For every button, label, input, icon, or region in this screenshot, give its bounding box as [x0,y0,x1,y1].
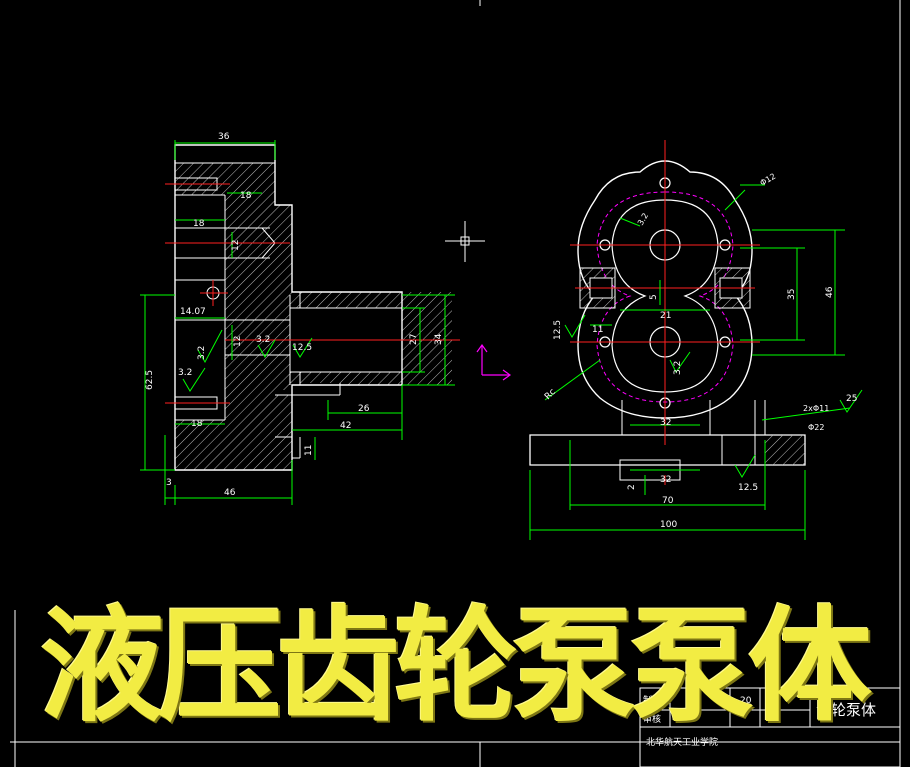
pump-body-outline [577,160,753,419]
right-front-view: Φ12 3.2 46 35 5 21 12.5 11 3.2 32 2xΦ11 … [529,140,863,540]
dim-label: 46 [224,488,236,498]
part-name: 齿轮泵体 [816,701,877,719]
dim-label: 11 [304,445,314,456]
dim-label: 35 [787,289,797,300]
dim-label: 18 [240,191,252,201]
title-block-text: 制图 审核 实 20 北华航天工业学院 [643,694,752,748]
dim-label: 18 [193,219,205,229]
dim-label: 34 [434,333,444,345]
dim-label: 62.5 [145,370,155,390]
title-block [639,687,901,767]
left-view-outline [174,144,403,471]
dim-label: 12.5 [738,483,758,493]
dim-label: Φ22 [808,423,824,432]
dim-label: 14.07 [180,307,206,317]
dim-label: 12.5 [553,320,563,340]
school-name: 北华航天工业学院 [646,736,718,748]
dim-label: 2 [627,484,637,490]
dim-label: 27 [409,334,419,345]
title-block-cell: 实 [718,694,727,706]
dim-label: 2xΦ11 [803,404,829,413]
drawing-frame [10,0,901,767]
title-block-cell: 制图 [643,694,661,706]
page-title: 液压齿轮泵泵体 [40,595,872,739]
dim-label: 3.2 [636,211,650,227]
dim-label: 11 [592,325,603,335]
dim-label: 12.5 [292,343,312,353]
cad-cursor-marker [445,221,485,262]
left-view-dimension-labels: 36 18 18 12 14.07 12 3.2 3.2 3.2 12.5 62… [145,132,444,498]
dim-label: 21 [660,311,671,321]
title-block-cell: 20 [740,696,752,706]
dim-label: 3.2 [178,368,192,378]
dim-label: 5 [649,294,659,300]
right-view-dimension-labels: Φ12 3.2 46 35 5 21 12.5 11 3.2 32 2xΦ11 … [543,172,857,530]
dim-label: 3.2 [197,346,207,360]
dim-label: 3 [166,478,172,488]
dim-label: 3.2 [673,361,683,375]
left-section-view: 36 18 18 12 14.07 12 3.2 3.2 3.2 12.5 62… [140,132,460,505]
dim-label: 70 [662,496,674,506]
dim-label: Φ12 [759,172,778,188]
dim-label: 26 [358,404,370,414]
dim-label: 32 [660,475,671,485]
left-view-cavity [175,195,225,420]
title-block-cell: 审核 [643,713,661,725]
dim-label: 25 [846,394,857,404]
dim-label: 18 [191,419,203,429]
ucs-axis-icon [476,343,512,381]
dim-label: 3.2 [256,335,270,345]
dim-label: 42 [340,421,351,431]
dim-label: 36 [218,132,230,142]
dim-label: 12 [233,336,243,347]
dim-label: 46 [825,286,835,298]
dim-label: 12 [231,240,241,251]
dim-label: 32 [660,418,671,428]
dim-label: 100 [660,520,677,530]
